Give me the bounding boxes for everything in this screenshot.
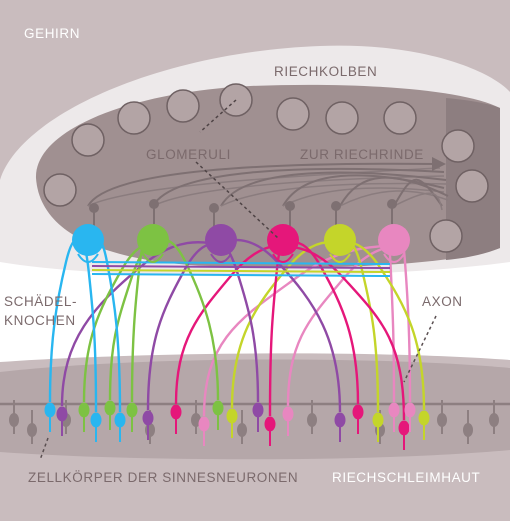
- receptor-cell: [398, 420, 410, 436]
- glomerulus-target: [267, 224, 299, 256]
- axon-crosslink: [91, 265, 391, 269]
- label-olfactory-bulb: RIECHKOLBEN: [274, 64, 377, 79]
- glomerulus: [455, 169, 489, 203]
- receptor-cell: [212, 400, 224, 416]
- label-skull-line2: KNOCHEN: [4, 313, 76, 328]
- inactive-receptor-cell: [489, 413, 499, 427]
- label-glomeruli: GLOMERULI: [146, 147, 231, 162]
- receptor-axon: [202, 243, 390, 417]
- glomerulus-target: [378, 224, 410, 256]
- target-fringe: [383, 253, 405, 263]
- axon-leader-line: [403, 315, 437, 383]
- mitral-cell: [149, 199, 159, 209]
- inactive-receptor-cell: [27, 423, 37, 437]
- mitral-cell: [89, 203, 99, 213]
- receptor-cell: [226, 408, 238, 424]
- target-fringe: [210, 253, 232, 263]
- cortex-fiber: [152, 167, 445, 207]
- label-axon: AXON: [422, 294, 463, 309]
- glomerulus: [43, 173, 77, 207]
- glomerulus: [383, 101, 417, 135]
- receptor-cell: [334, 412, 346, 428]
- glomerulus-targets: [72, 224, 410, 263]
- inactive-receptor-cell: [307, 413, 317, 427]
- inactive-receptor-cell: [9, 413, 19, 427]
- mitral-cell: [387, 199, 397, 209]
- cortex-fiber: [220, 182, 447, 207]
- inactive-receptor-cell: [237, 423, 247, 437]
- glomerulus-target: [324, 224, 356, 256]
- cortex-fiber: [339, 176, 449, 207]
- inactive-receptor-cell: [463, 423, 473, 437]
- target-fringe: [272, 253, 294, 263]
- glomerulus: [117, 101, 151, 135]
- cortex-fiber: [282, 174, 445, 207]
- receptor-cell: [404, 402, 416, 418]
- mitral-cells: [89, 199, 397, 228]
- cortex-fiber: [282, 187, 445, 207]
- glomerulus: [429, 219, 463, 253]
- olfactory-bulb: [35, 84, 501, 268]
- receptor-cell: [126, 402, 138, 418]
- cortex-arrow-icon: [432, 157, 446, 171]
- receptor-cell: [78, 402, 90, 418]
- glomerulus-target: [137, 224, 169, 256]
- glomerulus-target: [72, 224, 104, 256]
- glomeruli-leader-line-2: [195, 161, 279, 239]
- axon-crosslink: [91, 269, 391, 273]
- glomeruli-leader-line: [199, 99, 237, 133]
- glomerulus: [441, 129, 475, 163]
- cortex-fiber: [220, 171, 447, 207]
- cortex-fiber: [393, 178, 443, 207]
- receptor-cell: [170, 404, 182, 420]
- receptor-cell: [114, 412, 126, 428]
- cortex-fiber: [87, 167, 441, 207]
- receptor-cell: [352, 404, 364, 420]
- axon-crosslink: [91, 273, 391, 277]
- label-receptor-cells: ZELLKÖRPER DER SINNESNEURONEN: [28, 470, 298, 485]
- receptor-cells: [44, 400, 430, 450]
- glomerulus: [166, 89, 200, 123]
- mitral-cell: [331, 201, 341, 211]
- label-mucosa: RIECHSCHLEIMHAUT: [332, 470, 480, 485]
- glomerulus-target: [205, 224, 237, 256]
- glomerulus: [276, 97, 310, 131]
- receptor-cell: [198, 416, 210, 432]
- receptor-cell: [264, 416, 276, 432]
- receptor-cell: [142, 410, 154, 426]
- inactive-receptor-cell: [191, 413, 201, 427]
- receptor-cell: [282, 406, 294, 422]
- receptor-leader-line: [39, 437, 49, 461]
- glomerulus: [325, 101, 359, 135]
- receptor-cell: [44, 402, 56, 418]
- glomerulus: [71, 123, 105, 157]
- target-fringe: [77, 253, 99, 263]
- receptor-cell: [388, 402, 400, 418]
- axon-crosslink: [91, 261, 391, 265]
- receptor-cell: [252, 402, 264, 418]
- label-brain: GEHIRN: [24, 26, 80, 41]
- cortex-fiber: [393, 192, 443, 211]
- receptor-cell: [104, 400, 116, 416]
- receptor-cell: [372, 412, 384, 428]
- glomeruli-group: [43, 83, 489, 253]
- target-fringe: [142, 253, 164, 263]
- mitral-cell: [209, 203, 219, 213]
- receptor-cell: [90, 412, 102, 428]
- label-skull-line1: SCHÄDEL-: [4, 294, 77, 309]
- target-fringe: [329, 253, 351, 263]
- label-to-cortex: ZUR RIECHRINDE: [300, 147, 424, 162]
- receptor-cell: [418, 410, 430, 426]
- mitral-cell: [285, 201, 295, 211]
- receptor-cell: [56, 406, 68, 422]
- inactive-receptor-cell: [437, 413, 447, 427]
